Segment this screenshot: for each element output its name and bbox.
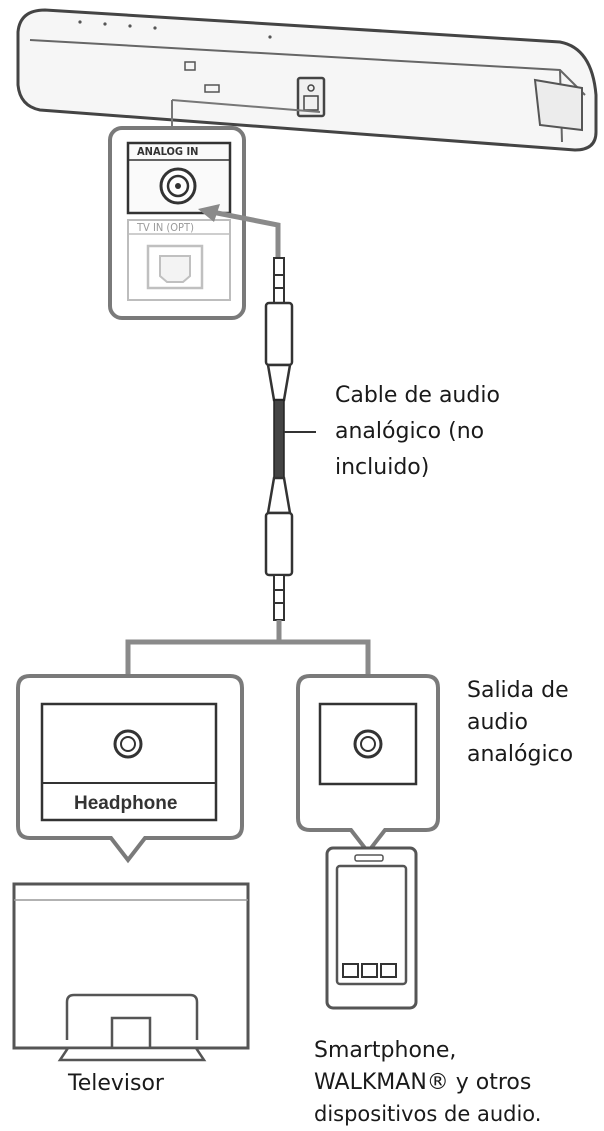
cable-label-line2: analógico (no bbox=[335, 419, 484, 444]
device-output-callout bbox=[296, 674, 440, 856]
device-caption-line2: WALKMAN® y otros bbox=[314, 1070, 531, 1095]
television bbox=[12, 882, 250, 1062]
analog-in-label: ANALOG IN bbox=[137, 145, 198, 158]
output-label-line1: Salida de bbox=[467, 678, 569, 703]
port-icon bbox=[303, 95, 319, 111]
cable-upper bbox=[198, 204, 281, 258]
output-label-line3: analógico bbox=[467, 742, 573, 767]
tv-in-label: TV IN (OPT) bbox=[136, 221, 194, 234]
device-caption-line3: dispositivos de audio. bbox=[314, 1102, 541, 1126]
smartphone bbox=[325, 846, 418, 1010]
tv-headphone-callout: Headphone bbox=[16, 674, 244, 864]
soundbar bbox=[16, 8, 598, 152]
arrow-to-analog-in bbox=[198, 204, 220, 222]
tv-caption: Televisor bbox=[67, 1071, 165, 1096]
port-icon bbox=[184, 61, 196, 71]
output-label-line2: audio bbox=[467, 710, 528, 735]
port-icon bbox=[307, 84, 315, 92]
audio-cable bbox=[264, 257, 316, 621]
device-caption-line1: Smartphone, bbox=[314, 1038, 456, 1063]
input-panel: ANALOG IN TV IN (OPT) bbox=[108, 126, 246, 320]
cable-label-line1: Cable de audio bbox=[335, 383, 500, 408]
port-icon bbox=[204, 84, 220, 93]
headphone-label: Headphone bbox=[74, 793, 177, 814]
cable-label-line3: incluido) bbox=[335, 455, 429, 480]
